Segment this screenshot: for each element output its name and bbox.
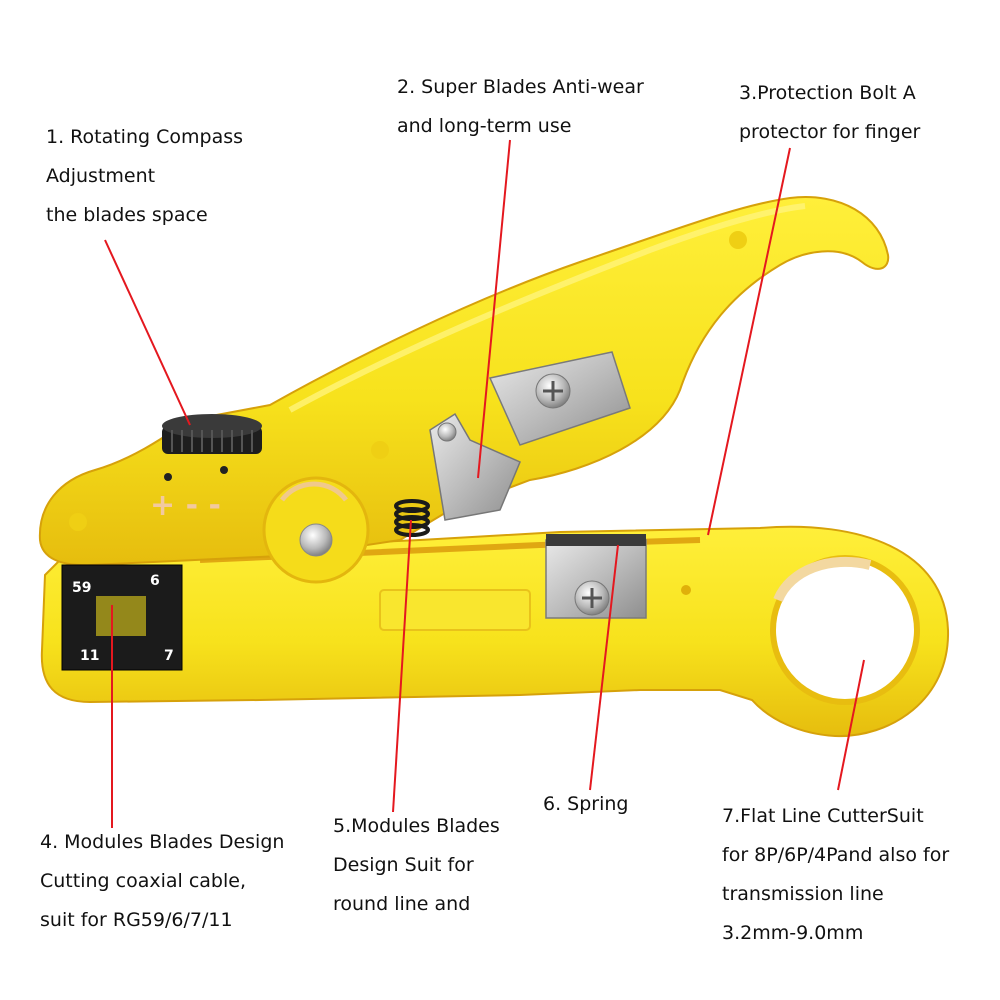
upper-body-highlight	[288, 203, 806, 413]
upper-body-dot-front	[69, 513, 87, 531]
lower-handle-panel	[379, 589, 531, 631]
rotating-compass-knob	[162, 414, 262, 454]
callout-7-flat-line-cutter: 7.Flat Line CutterSuit for 8P/6P/4Pand a…	[722, 797, 949, 953]
indicator-dot-right	[220, 466, 228, 474]
leader-line-3	[707, 147, 791, 536]
leader-line-1	[104, 239, 191, 426]
lower-handle	[40, 525, 950, 738]
pivot-disk	[262, 476, 370, 584]
module-marking-59: 59	[72, 580, 91, 596]
indicator-dot-left	[164, 473, 172, 481]
spring	[394, 499, 430, 537]
leader-line-5	[392, 519, 412, 813]
module-marking-11: 11	[80, 648, 99, 664]
callout-4-line-1: 4. Modules Blades Design	[40, 831, 285, 853]
coaxial-module-block: 59 6 11 7	[61, 564, 183, 671]
callout-4-line-3: suit for RG59/6/7/11	[40, 909, 233, 931]
upper-body-dot-mid	[371, 441, 389, 459]
callout-1-rotating-compass: 1. Rotating Compass Adjustment the blade…	[46, 118, 243, 235]
callout-7-line-1: 7.Flat Line CutterSuit	[722, 805, 924, 827]
callout-7-line-4: 3.2mm-9.0mm	[722, 922, 864, 944]
callout-7-line-2: for 8P/6P/4Pand also for	[722, 844, 950, 866]
callout-5-line-2: Design Suit for	[333, 854, 474, 876]
callout-6-spring: 6. Spring	[543, 785, 628, 824]
callout-5-line-1: 5.Modules Blades	[333, 815, 500, 837]
finger-ring-inner-shade	[773, 556, 872, 603]
callout-3-line-1: 3.Protection Bolt A	[739, 82, 916, 104]
callout-1-line-1: 1. Rotating Compass	[46, 126, 244, 148]
callout-1-line-3: the blades space	[46, 204, 208, 226]
upper-blade	[429, 412, 521, 521]
lower-handle-dot	[681, 585, 691, 595]
callout-3-protection-bolt: 3.Protection Bolt A protector for finger	[739, 74, 920, 152]
module-marking-7: 7	[164, 648, 174, 664]
lower-blade	[545, 534, 647, 619]
leader-line-7	[837, 659, 865, 791]
callout-2-line-2: and long-term use	[397, 115, 572, 137]
callout-2-line-1: 2. Super Blades Anti-wear	[397, 76, 644, 98]
callout-6-line-1: 6. Spring	[543, 793, 629, 815]
callout-7-line-3: transmission line	[722, 883, 884, 905]
callout-3-line-2: protector for finger	[739, 121, 921, 143]
callout-5-modules-blades: 5.Modules Blades Design Suit for round l…	[333, 807, 500, 924]
lower-handle-body	[40, 525, 950, 738]
callout-5-line-3: round line and	[333, 893, 471, 915]
leader-line-6	[589, 544, 619, 791]
upper-body-dot-rear	[729, 231, 747, 249]
body-plus-minus-symbol: + - -	[150, 488, 221, 523]
callout-4-line-2: Cutting coaxial cable,	[40, 870, 246, 892]
leader-line-2	[477, 139, 511, 479]
callout-2-super-blades: 2. Super Blades Anti-wear and long-term …	[397, 68, 644, 146]
module-marking-6: 6	[150, 573, 160, 589]
callout-1-line-2: Adjustment	[46, 165, 156, 187]
callout-4-modules-blades-design: 4. Modules Blades Design Cutting coaxial…	[40, 823, 284, 940]
protection-bolt-blade	[488, 351, 631, 446]
leader-lines	[104, 139, 865, 828]
